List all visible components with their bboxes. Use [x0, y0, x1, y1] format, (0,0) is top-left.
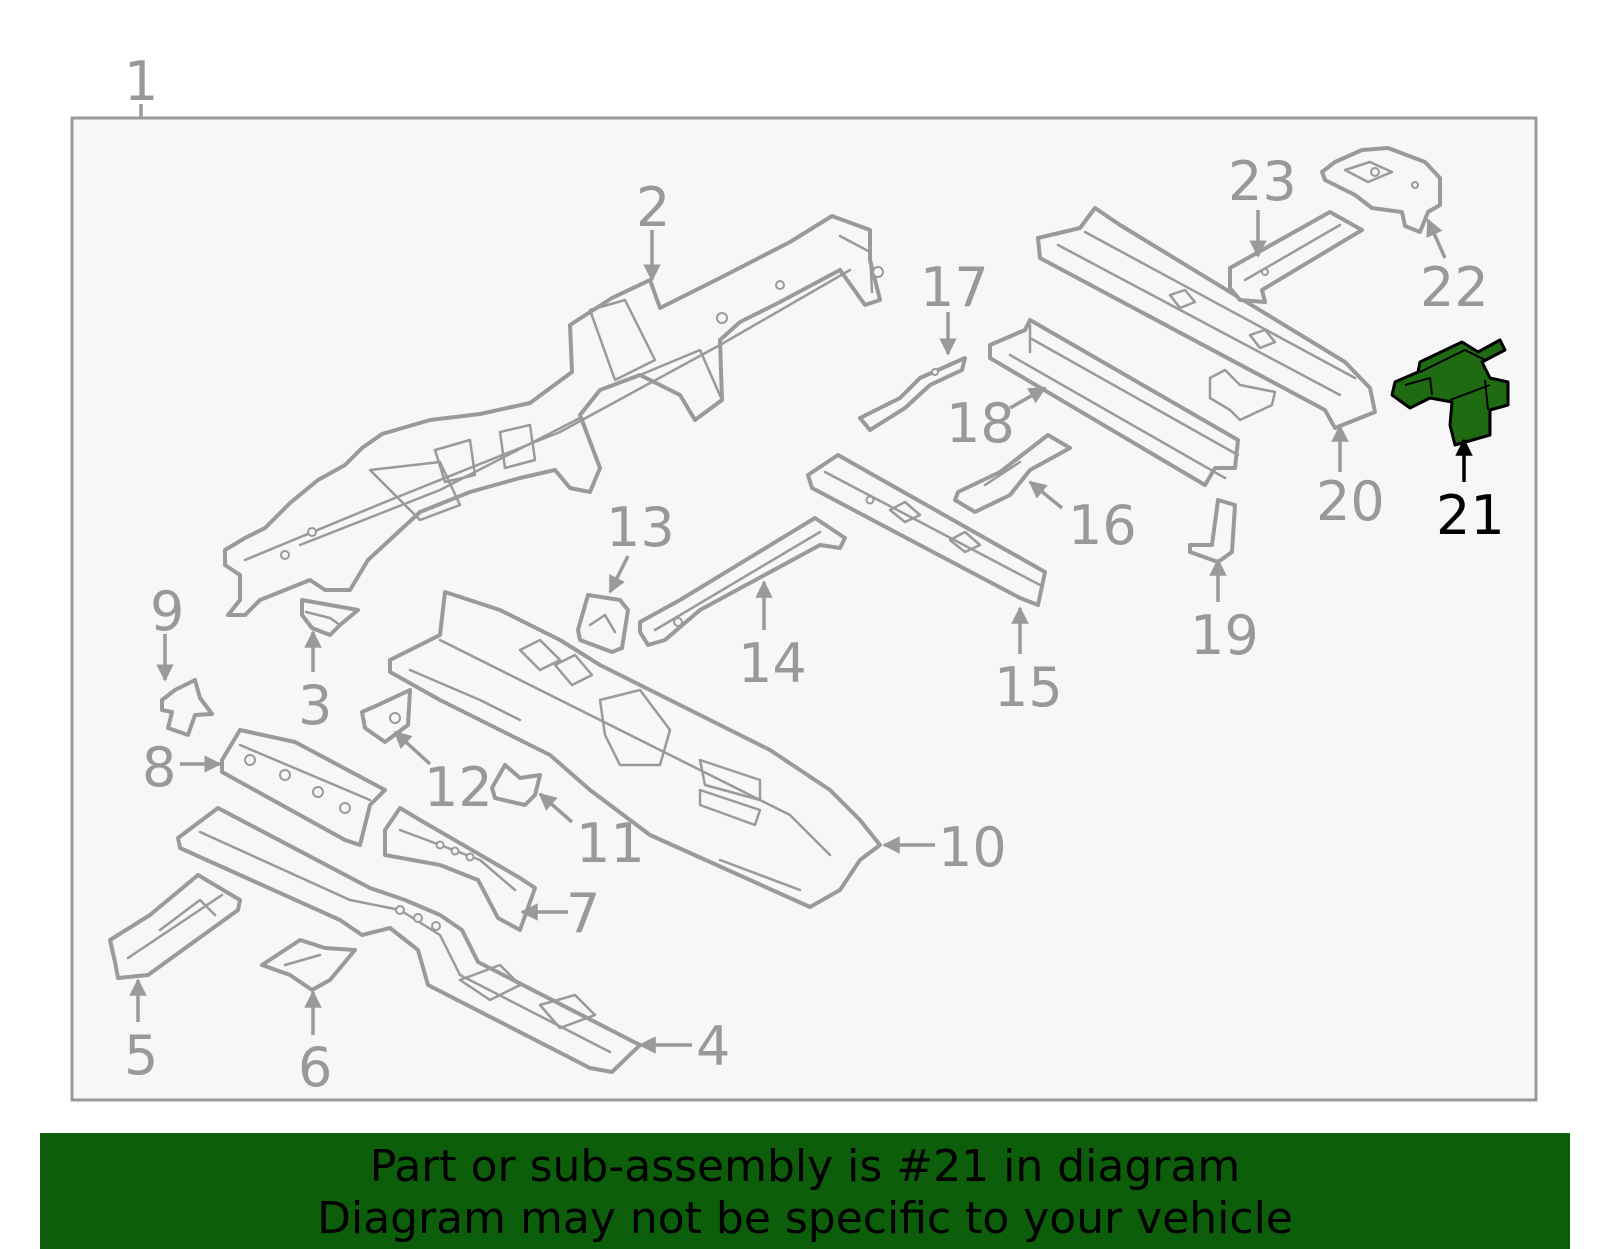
- part-11-leader: [538, 792, 574, 824]
- part-20-rear-rail[interactable]: [1036, 206, 1377, 430]
- part-16-leader: [1028, 480, 1064, 510]
- part-6-gusset[interactable]: [260, 938, 357, 992]
- part-4-label: 4: [696, 1015, 730, 1078]
- part-11-label: 11: [576, 812, 645, 875]
- part-19-bracket[interactable]: [1188, 498, 1237, 564]
- part-22-label: 22: [1420, 256, 1489, 319]
- assembly-label: 1: [124, 50, 158, 113]
- part-12-label: 12: [424, 756, 493, 819]
- part-20-label: 20: [1316, 470, 1385, 533]
- part-23-label: 23: [1228, 150, 1297, 213]
- part-9-label: 9: [150, 580, 184, 643]
- part-17-bracket[interactable]: [858, 356, 967, 432]
- banner-line-2: Diagram may not be specific to your vehi…: [317, 1193, 1293, 1244]
- part-9-bracket[interactable]: [160, 678, 214, 737]
- part-13-leader: [608, 555, 630, 594]
- part-21-label: 21: [1436, 484, 1505, 547]
- part-18-leader: [1009, 386, 1047, 410]
- part-3-bracket[interactable]: [300, 598, 360, 637]
- part-17-label: 17: [920, 256, 989, 319]
- part-16-label: 16: [1068, 494, 1137, 557]
- part-15-label: 15: [994, 656, 1063, 719]
- part-3-label: 3: [298, 674, 332, 737]
- part-4-floor-rail[interactable]: [176, 806, 642, 1074]
- part-7-label: 7: [566, 882, 600, 945]
- part-21-highlighted-bracket[interactable]: [1390, 338, 1510, 447]
- part-10-label: 10: [938, 816, 1007, 879]
- part-22-bracket[interactable]: [1320, 146, 1442, 234]
- part-13-label: 13: [606, 496, 675, 559]
- part-12-bracket[interactable]: [360, 688, 412, 744]
- part-5-label: 5: [124, 1024, 158, 1087]
- part-10-floor-pan[interactable]: [388, 590, 882, 909]
- part-2-label: 2: [636, 176, 670, 239]
- part-12-leader: [393, 730, 432, 766]
- part-6-label: 6: [298, 1036, 332, 1099]
- part-info-banner: Part or sub-assembly is #21 in diagram D…: [40, 1133, 1570, 1249]
- part-14-label: 14: [738, 632, 807, 695]
- banner-line-1: Part or sub-assembly is #21 in diagram: [369, 1141, 1241, 1192]
- part-16-bracket[interactable]: [953, 433, 1072, 514]
- part-2-frame-rail[interactable]: [223, 214, 884, 617]
- part-19-label: 19: [1190, 604, 1259, 667]
- part-11-bracket[interactable]: [490, 763, 542, 807]
- part-15-rail[interactable]: [806, 453, 1047, 607]
- part-14-rail[interactable]: [638, 516, 847, 647]
- part-18-rail[interactable]: [988, 318, 1240, 487]
- part-13-bracket[interactable]: [576, 593, 630, 654]
- part-5-extension[interactable]: [108, 873, 242, 980]
- part-8-crossmember[interactable]: [220, 728, 387, 847]
- part-18-label: 18: [946, 392, 1015, 455]
- part-7-crossmember[interactable]: [383, 806, 537, 932]
- part-8-label: 8: [142, 736, 176, 799]
- part-22-leader: [1426, 218, 1447, 259]
- part-23-bracket[interactable]: [1228, 210, 1364, 304]
